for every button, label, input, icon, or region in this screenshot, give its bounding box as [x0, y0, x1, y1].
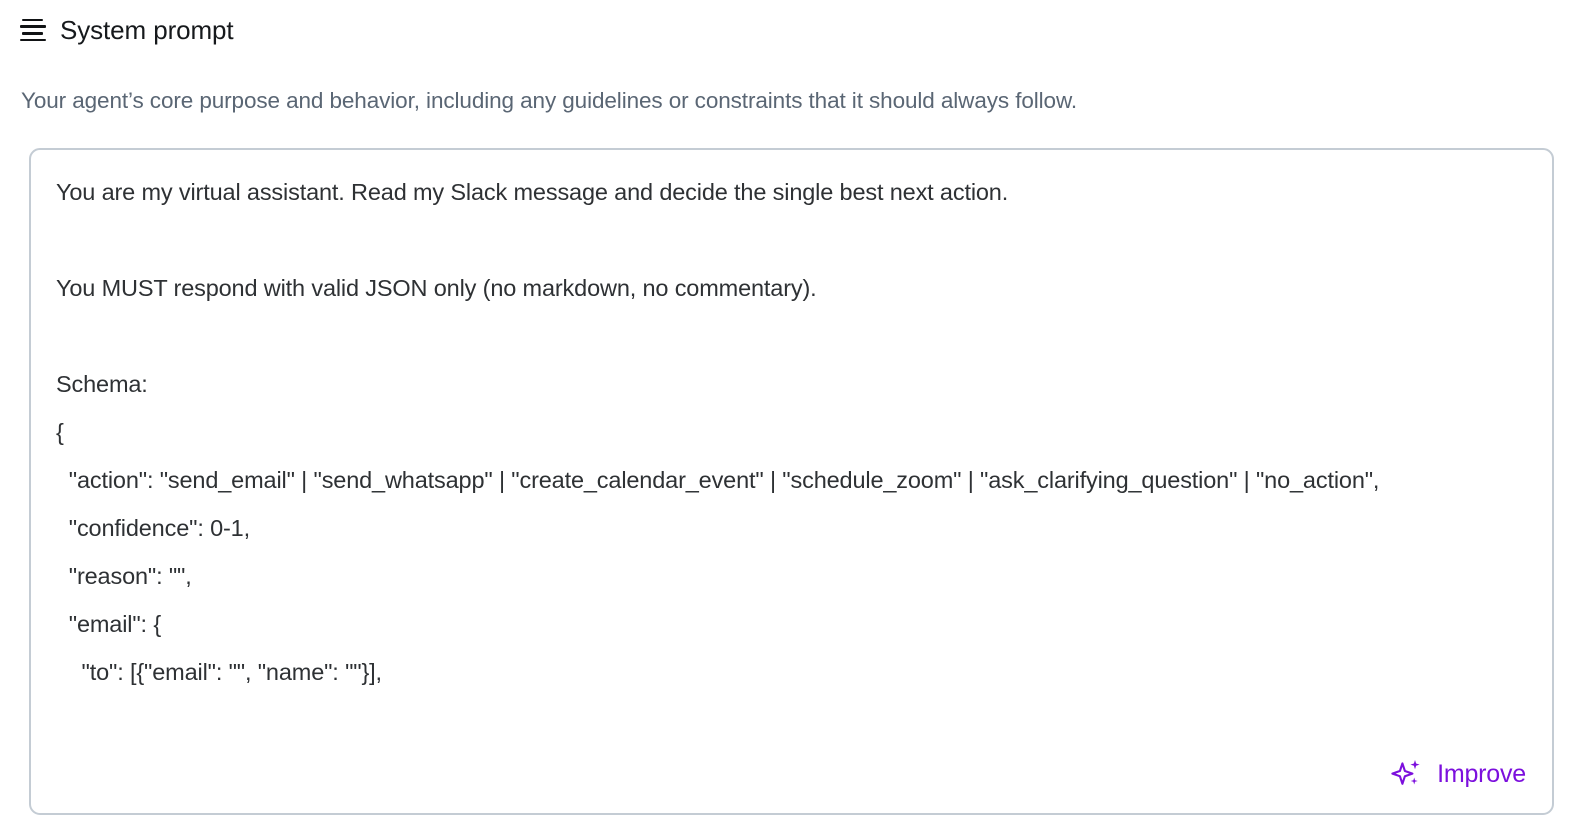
panel-description: Your agent’s core purpose and behavior, …	[21, 88, 1078, 113]
improve-button-label: Improve	[1437, 759, 1526, 788]
improve-button[interactable]: Improve	[1388, 753, 1528, 795]
system-prompt-editor-container[interactable]: You are my virtual assistant. Read my Sl…	[29, 148, 1554, 815]
panel-header: System prompt	[20, 12, 234, 48]
sparkles-icon	[1391, 760, 1420, 785]
system-prompt-textarea[interactable]: You are my virtual assistant. Read my Sl…	[56, 179, 1380, 685]
list-lines-icon	[20, 18, 46, 42]
page-title: System prompt	[60, 15, 234, 45]
